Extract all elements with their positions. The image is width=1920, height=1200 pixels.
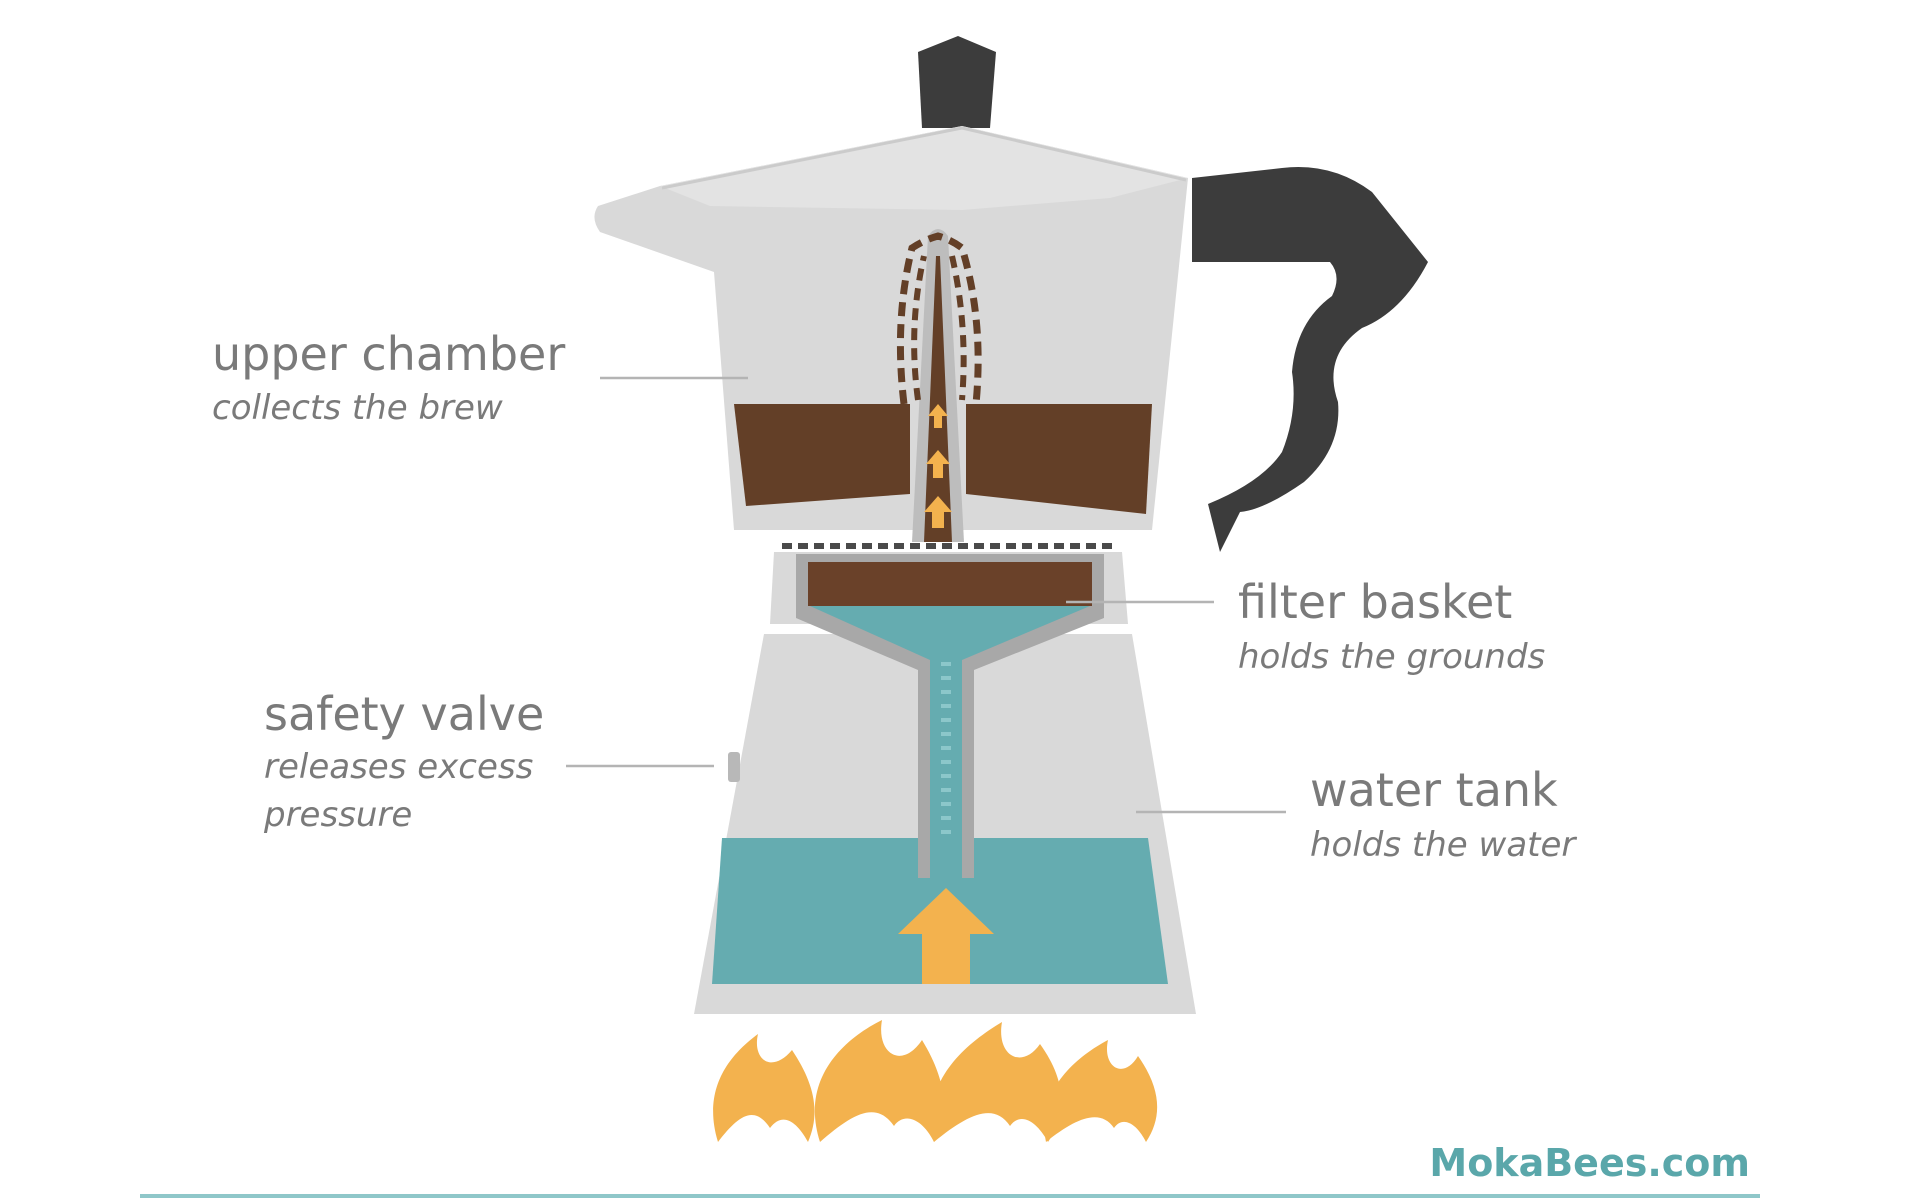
- filter-basket-subtitle: holds the grounds: [1238, 637, 1545, 677]
- lid-rim: [661, 126, 1187, 190]
- up-arrow-icon: [926, 450, 950, 478]
- label-safety-valve: safety valve releases excess pressure: [263, 687, 544, 835]
- column-coffee: [924, 256, 952, 542]
- lid-knob-icon: [918, 36, 996, 128]
- label-water-tank: water tank holds the water: [1310, 763, 1577, 865]
- up-arrow-icon: [928, 404, 948, 428]
- label-upper-chamber: upper chamber collects the brew: [212, 327, 565, 428]
- safety-valve-title: safety valve: [264, 687, 544, 741]
- flame-icon: [713, 1020, 1158, 1142]
- up-arrow-icon: [898, 888, 994, 984]
- up-arrow-icon: [924, 496, 952, 528]
- upper-chamber-subtitle: collects the brew: [212, 388, 503, 428]
- funnel-water: [810, 606, 1090, 876]
- safety-valve-nub: [728, 752, 740, 782]
- label-filter-basket: filter basket holds the grounds: [1238, 575, 1545, 677]
- filter-grounds: [808, 562, 1092, 606]
- spout-dashes-inner: [911, 255, 967, 401]
- safety-valve-subtitle-1: releases excess: [264, 747, 533, 787]
- brand-text: MokaBees.com: [1429, 1141, 1750, 1185]
- safety-valve-subtitle-2: pressure: [263, 795, 412, 835]
- spout-dashes: [896, 232, 982, 405]
- water-tank-title: water tank: [1310, 763, 1558, 817]
- brewed-coffee-left: [734, 404, 910, 506]
- filter-basket-title: filter basket: [1238, 575, 1512, 629]
- brewed-coffee-right: [966, 404, 1152, 514]
- lid-top: [660, 126, 1188, 210]
- water-tank-subtitle: holds the water: [1310, 825, 1577, 865]
- upper-chamber-title: upper chamber: [212, 327, 565, 381]
- handle-icon: [1192, 167, 1428, 552]
- siphon-water-lower: [930, 838, 962, 878]
